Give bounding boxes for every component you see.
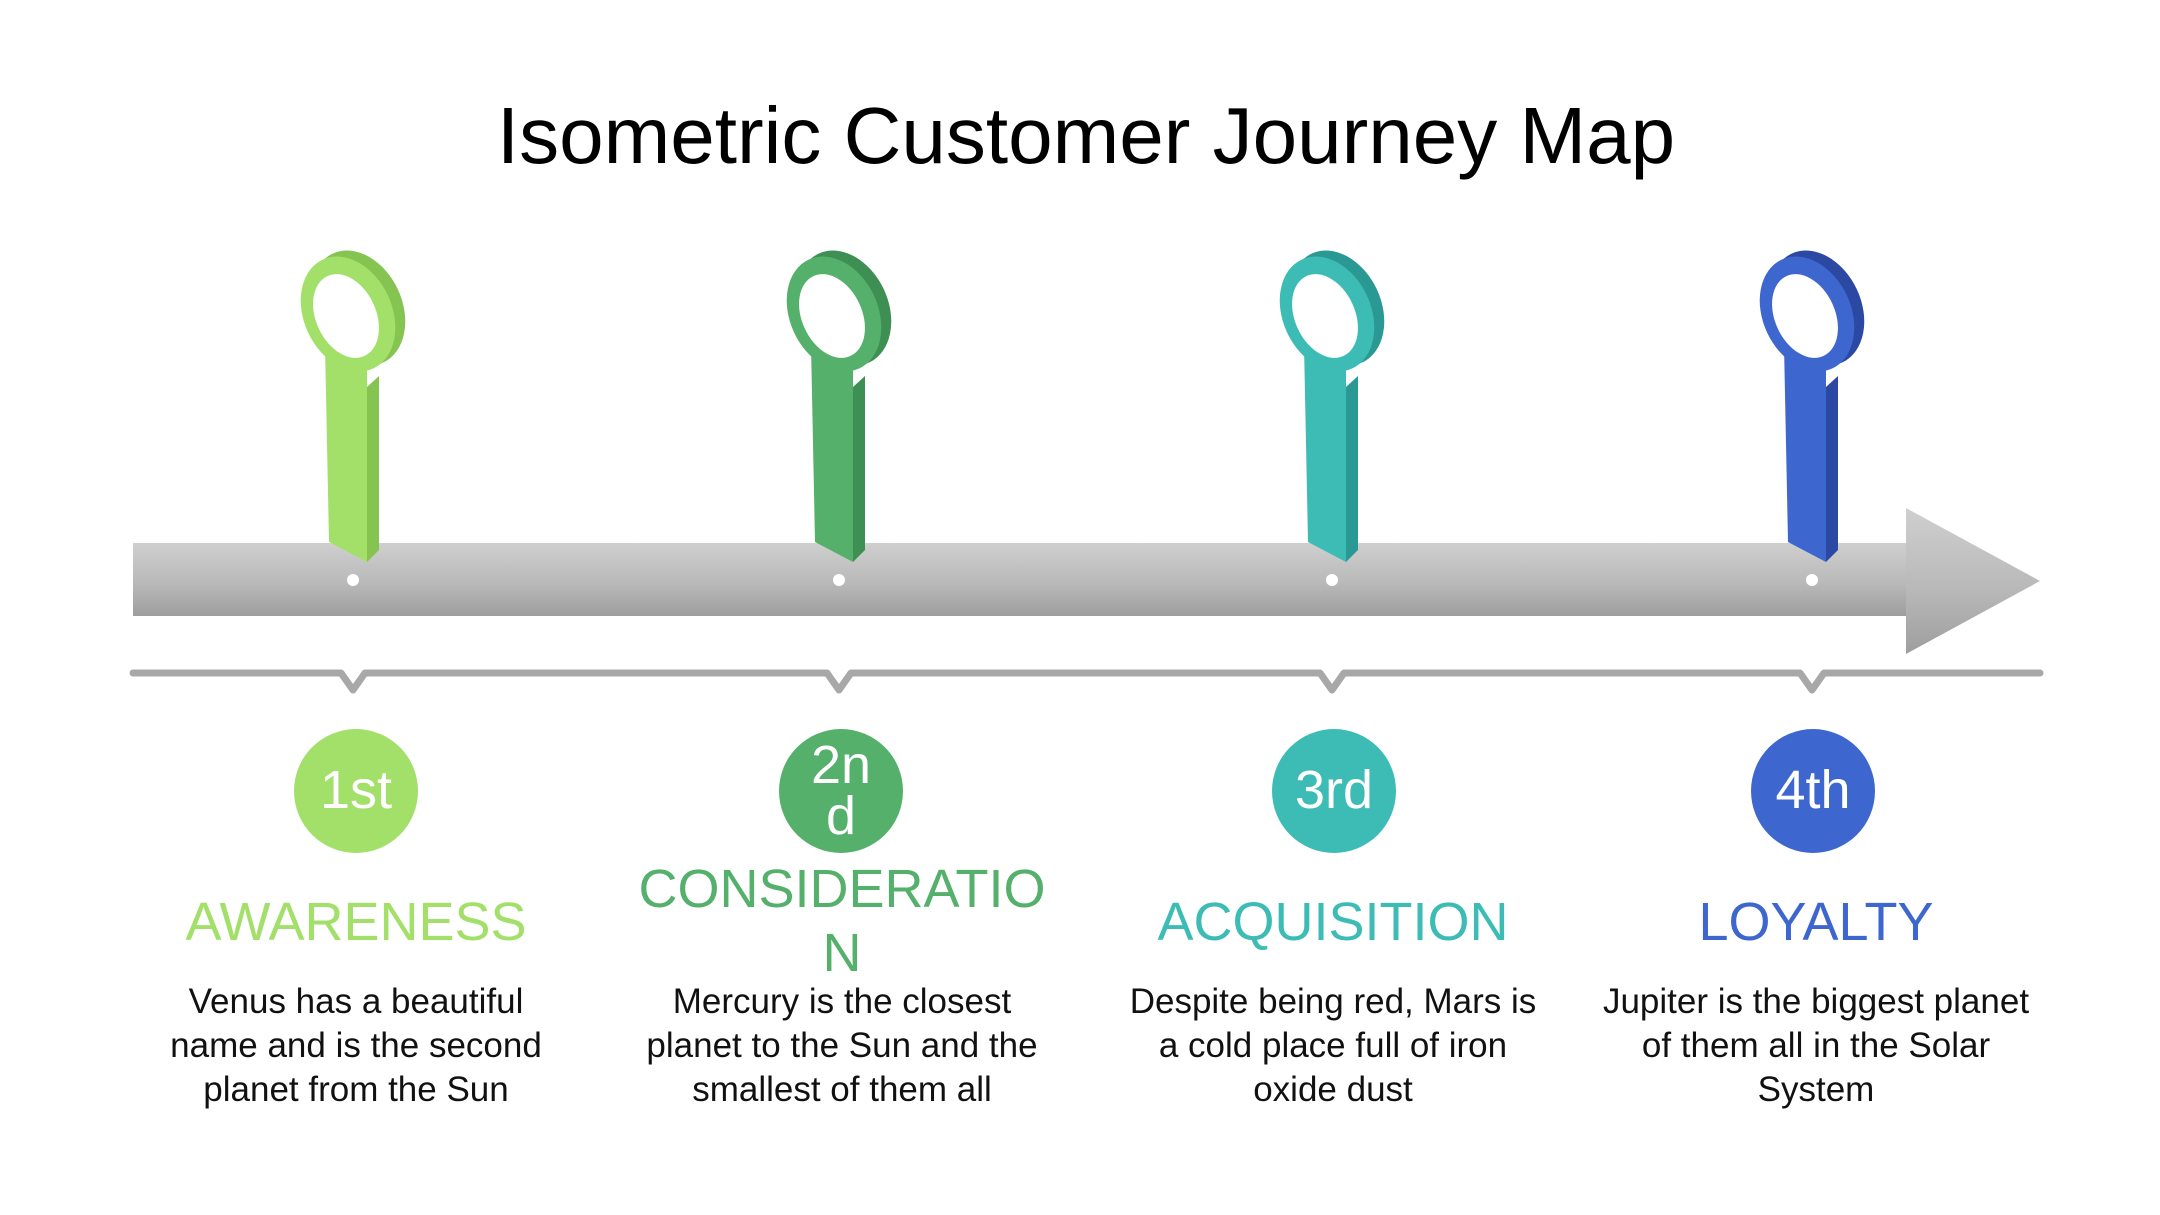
pin-loyalty-icon <box>1759 250 1865 586</box>
pin-dot <box>1806 574 1818 586</box>
pin-stem-front <box>1784 345 1826 562</box>
pin-stem-side <box>367 376 379 562</box>
pin-dot <box>1326 574 1338 586</box>
pin-dot <box>833 574 845 586</box>
stage-description-loyalty: Jupiter is the biggest planet of them al… <box>1602 982 2030 1109</box>
timeline-track <box>129 669 2044 694</box>
pin-ring-hole <box>799 274 865 358</box>
pin-consideration-icon <box>786 250 892 586</box>
pin-stem-side <box>1826 376 1838 562</box>
pin-stem-front <box>1304 345 1346 562</box>
pin-stem-side <box>1346 376 1358 562</box>
page-title: Isometric Customer Journey Map <box>496 91 1676 180</box>
pin-awareness-icon <box>300 250 406 586</box>
pin-ring-hole <box>313 274 379 358</box>
pin-stem-front <box>325 345 367 562</box>
stage-badge-4: 4th <box>1751 729 1875 853</box>
stage-title-acquisition: ACQUISITION <box>1157 892 1509 952</box>
pin-dot <box>347 574 359 586</box>
pin-ring-hole <box>1772 274 1838 358</box>
pin-acquisition-icon <box>1279 250 1385 586</box>
stage-badge-1: 1st <box>294 729 418 853</box>
stage-title-consideration: CONSIDERATION <box>638 859 1046 983</box>
stage-title-loyalty: LOYALTY <box>1698 892 1934 952</box>
stage-title-awareness: AWARENESS <box>185 892 527 952</box>
stage-description-consideration: Mercury is the closest planet to the Sun… <box>646 982 1038 1109</box>
stage-description-acquisition: Despite being red, Mars is a cold place … <box>1129 982 1537 1109</box>
pin-ring-hole <box>1292 274 1358 358</box>
timeline-track-line <box>129 669 2044 694</box>
stage-pins <box>300 250 1865 586</box>
pin-stem-front <box>811 345 853 562</box>
stage-badge-2: 2nd <box>779 729 903 853</box>
stage-badge-3: 3rd <box>1272 729 1396 853</box>
timeline-arrow <box>133 508 2040 654</box>
stage-description-awareness: Venus has a beautiful name and is the se… <box>170 982 542 1109</box>
pin-stem-side <box>853 376 865 562</box>
